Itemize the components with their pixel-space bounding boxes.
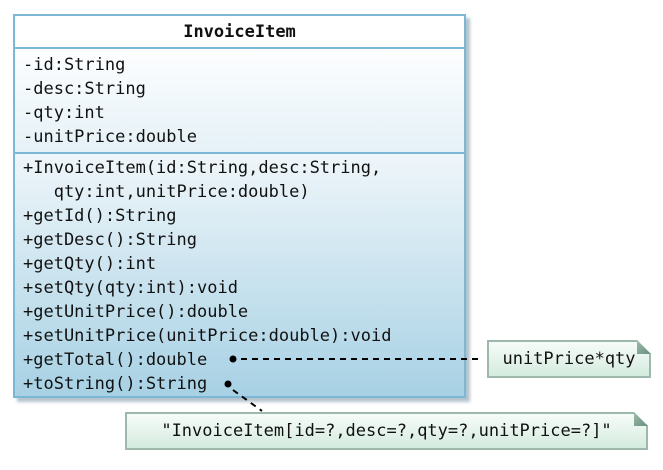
method-line: +getId():String [23,206,177,226]
method-line: +InvoiceItem(id:String,desc:String, [23,158,382,178]
uml-class-box: InvoiceItem -id:String -desc:String -qty… [13,14,466,398]
class-title: InvoiceItem [15,16,464,47]
attributes-compartment: -id:String -desc:String -qty:int -unitPr… [15,47,464,152]
note-gettotal-text: unitPrice*qty [502,349,636,369]
method-line: +getQty():int [23,254,157,274]
attribute-line: -qty:int [23,103,105,123]
methods-compartment: +InvoiceItem(id:String,desc:String, qty:… [15,152,464,396]
attribute-line: -unitPrice:double [23,127,197,147]
method-line: +getTotal():double [23,350,208,370]
folded-corner-icon [637,340,651,354]
note-tostring-text: "InvoiceItem[id=?,desc=?,qty=?,unitPrice… [161,421,612,441]
method-line: +setUnitPrice(unitPrice:double):void [23,326,392,346]
attribute-line: -desc:String [23,79,146,99]
method-line: +getUnitPrice():double [23,302,249,322]
method-line: +getDesc():String [23,230,197,250]
attribute-line: -id:String [23,55,126,75]
method-line: +setQty(qty:int):void [23,278,238,298]
note-tostring: "InvoiceItem[id=?,desc=?,qty=?,unitPrice… [125,412,648,450]
note-gettotal: unitPrice*qty [487,340,651,378]
method-line: qty:int,unitPrice:double) [23,182,310,202]
folded-corner-icon [634,412,648,426]
method-line: +toString():String [23,374,208,394]
